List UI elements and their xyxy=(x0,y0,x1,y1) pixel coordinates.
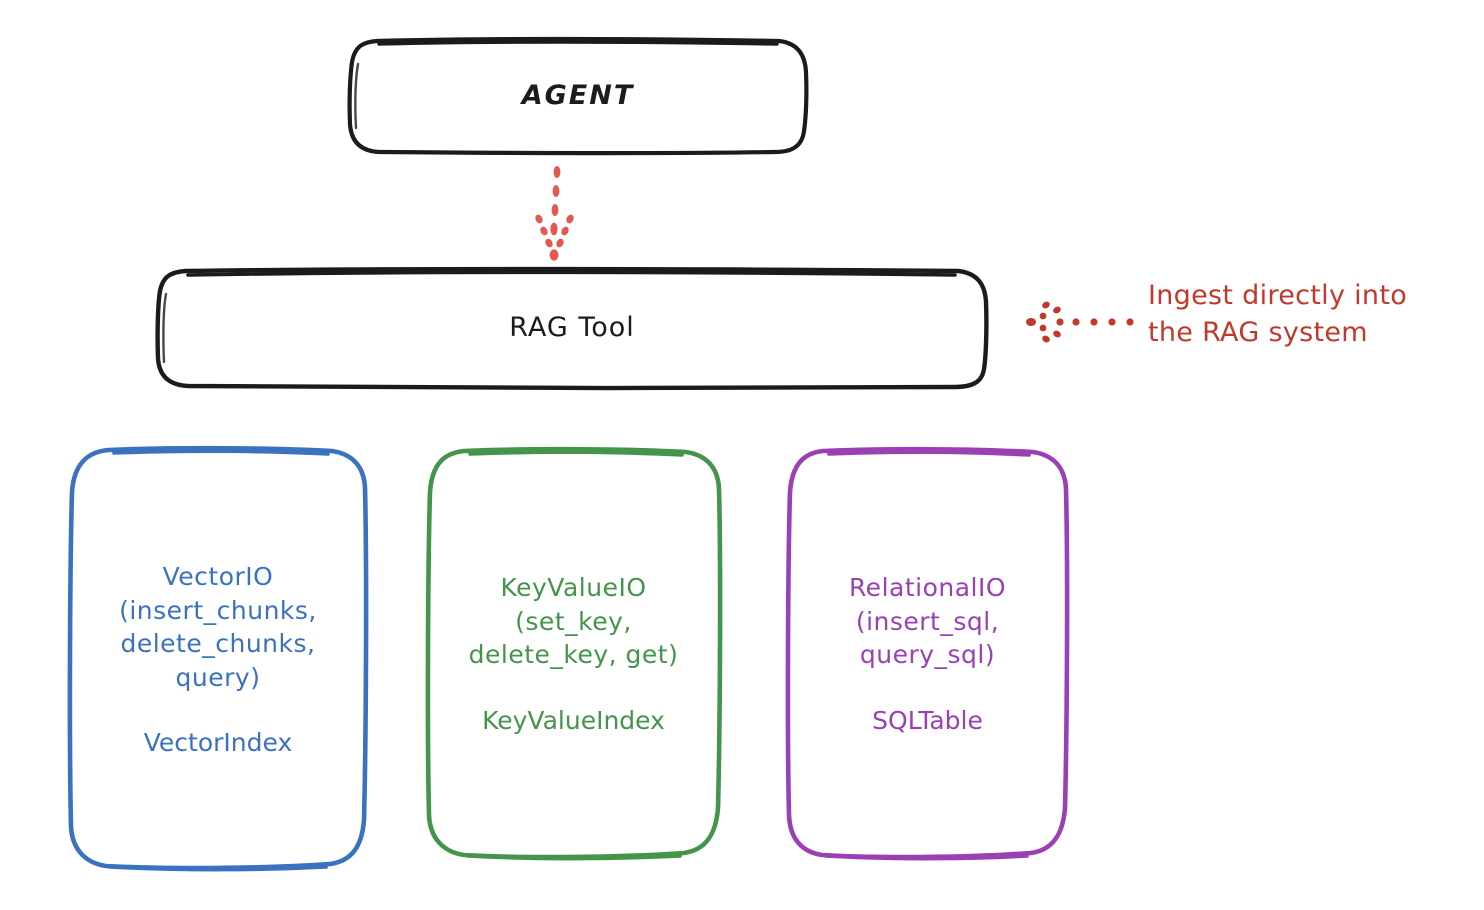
agent-box-outline xyxy=(347,37,809,156)
rag-tool-box-outline xyxy=(155,266,989,391)
node-key-value-io-sublabel: KeyValueIndex xyxy=(482,705,665,735)
agent-to-rag-tool-connector xyxy=(535,166,574,261)
node-agent-label: AGENT xyxy=(521,80,635,112)
relational-io-box-outline xyxy=(785,446,1070,861)
node-agent[interactable]: AGENT xyxy=(350,40,806,153)
node-rag-tool[interactable]: RAG Tool xyxy=(158,270,986,386)
node-key-value-io-label: KeyValueIO (set_key, delete_key, get) xyxy=(468,573,679,670)
key-value-io-box-outline xyxy=(425,446,723,861)
node-vector-io[interactable]: VectorIO (insert_chunks, delete_chunks, … xyxy=(70,449,366,868)
node-vector-io-sublabel: VectorIndex xyxy=(143,728,293,757)
annotation-ingest-text: Ingest directly into the RAG system xyxy=(1148,280,1408,349)
annotation-ingest: Ingest directly into the RAG system xyxy=(1148,277,1478,352)
vector-io-box-outline xyxy=(67,445,369,872)
node-vector-io-label: VectorIO (insert_chunks, delete_chunks, … xyxy=(119,562,317,692)
node-relational-io[interactable]: RelationalIO (insert_sql, query_sql) SQL… xyxy=(789,450,1066,856)
node-key-value-io[interactable]: KeyValueIO (set_key, delete_key, get) Ke… xyxy=(428,450,719,856)
node-relational-io-sublabel: SQLTable xyxy=(872,705,983,735)
node-relational-io-label: RelationalIO (insert_sql, query_sql) xyxy=(848,573,1007,670)
node-rag-tool-label: RAG Tool xyxy=(509,311,635,343)
annotation-to-rag-tool-connector xyxy=(1026,301,1134,343)
